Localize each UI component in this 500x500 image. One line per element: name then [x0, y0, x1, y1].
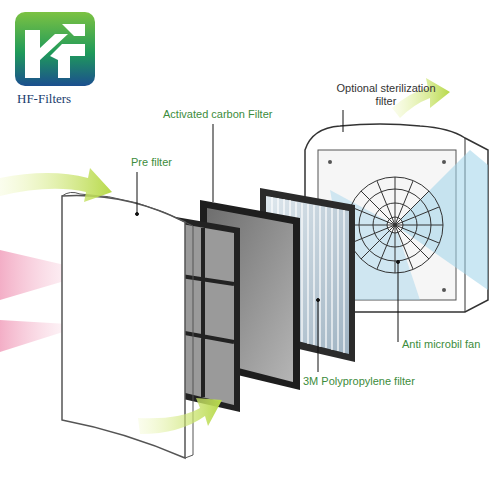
logo-mark	[50, 44, 85, 78]
logo	[15, 12, 95, 86]
part-label: Anti microbil fan	[402, 338, 480, 351]
brand-name: HF-Filters	[17, 91, 71, 107]
air-arrows	[0, 78, 450, 434]
leader-line	[137, 172, 138, 214]
leader-dot	[397, 261, 400, 264]
part-label: 3M Polypropylene filter	[303, 375, 415, 388]
leader-line	[213, 124, 214, 202]
fan-spokes	[347, 177, 443, 273]
leader-dot	[317, 299, 320, 302]
fan-symbol	[347, 177, 443, 273]
leader-line	[318, 300, 319, 372]
fan-grille	[347, 177, 443, 273]
leader-lines	[136, 110, 400, 372]
screw	[442, 160, 446, 164]
leader-line	[398, 262, 399, 342]
logo-badge	[15, 12, 95, 86]
part-label: Pre filter	[131, 156, 172, 169]
logo-mark	[62, 24, 85, 36]
leader-line	[343, 110, 344, 132]
screw	[442, 288, 446, 292]
airflow-arrow	[0, 168, 112, 202]
part-label: Activated carbon Filter	[163, 108, 272, 121]
airflow-arrow	[138, 398, 222, 434]
screw	[328, 160, 332, 164]
part-label: Optional sterilization filter	[330, 82, 442, 108]
leader-dot	[136, 213, 139, 216]
